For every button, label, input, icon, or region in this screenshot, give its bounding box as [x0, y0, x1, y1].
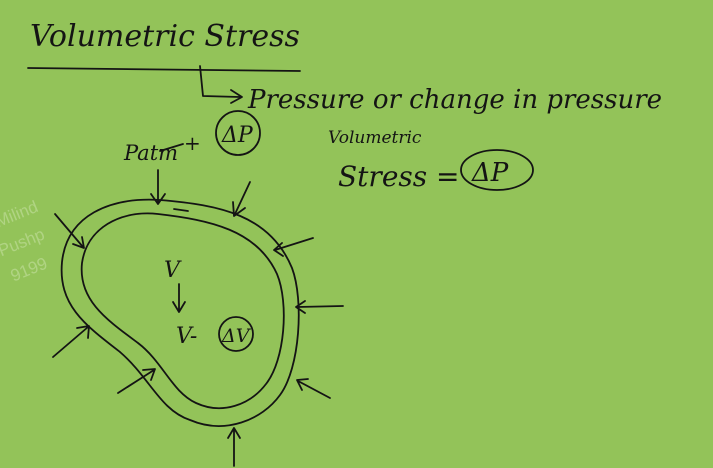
formula-line-2: Stress =	[338, 160, 460, 193]
arrow-body-top	[173, 208, 189, 212]
arrow-right-upper	[273, 237, 314, 257]
watermark: Milind Pushp 9199	[0, 197, 50, 286]
body-outer-boundary	[60, 198, 300, 427]
patm-label: Patm	[123, 141, 178, 165]
pressure-note: Pressure or change in pressure	[247, 85, 662, 115]
formula-delta-p: ΔP	[471, 158, 509, 188]
arrow-left-top	[54, 213, 85, 249]
delta-v-circle	[218, 316, 254, 352]
formula-line-1: Volumetric	[328, 128, 422, 148]
patm-strike	[159, 143, 184, 152]
arrow-right-lower	[295, 300, 344, 314]
arrow-top	[150, 169, 166, 205]
arrow-left-lower	[52, 325, 90, 358]
arrow-bottom-right	[296, 378, 331, 399]
page-title: Volumetric Stress	[30, 19, 300, 54]
note-arrow-head	[230, 89, 243, 104]
body-inner-boundary	[80, 212, 285, 410]
delta-v-label: ΔV	[221, 325, 252, 347]
arrow-bottom	[227, 427, 241, 467]
delta-p-label: ΔP	[221, 123, 254, 148]
note-arrow	[199, 65, 241, 98]
watermark-line-3: 9199	[8, 254, 50, 286]
formula-circle	[460, 149, 534, 191]
delta-p-circle	[215, 110, 261, 156]
arrow-top-right	[232, 181, 251, 217]
arrow-bottom-left	[117, 368, 156, 394]
volume-final: V-	[176, 324, 197, 349]
volume-initial: V	[164, 258, 182, 283]
pressure-change-sign: +	[184, 131, 201, 155]
volume-arrow	[172, 283, 186, 313]
pressure-arrows	[52, 169, 344, 467]
title-underline	[27, 67, 301, 72]
